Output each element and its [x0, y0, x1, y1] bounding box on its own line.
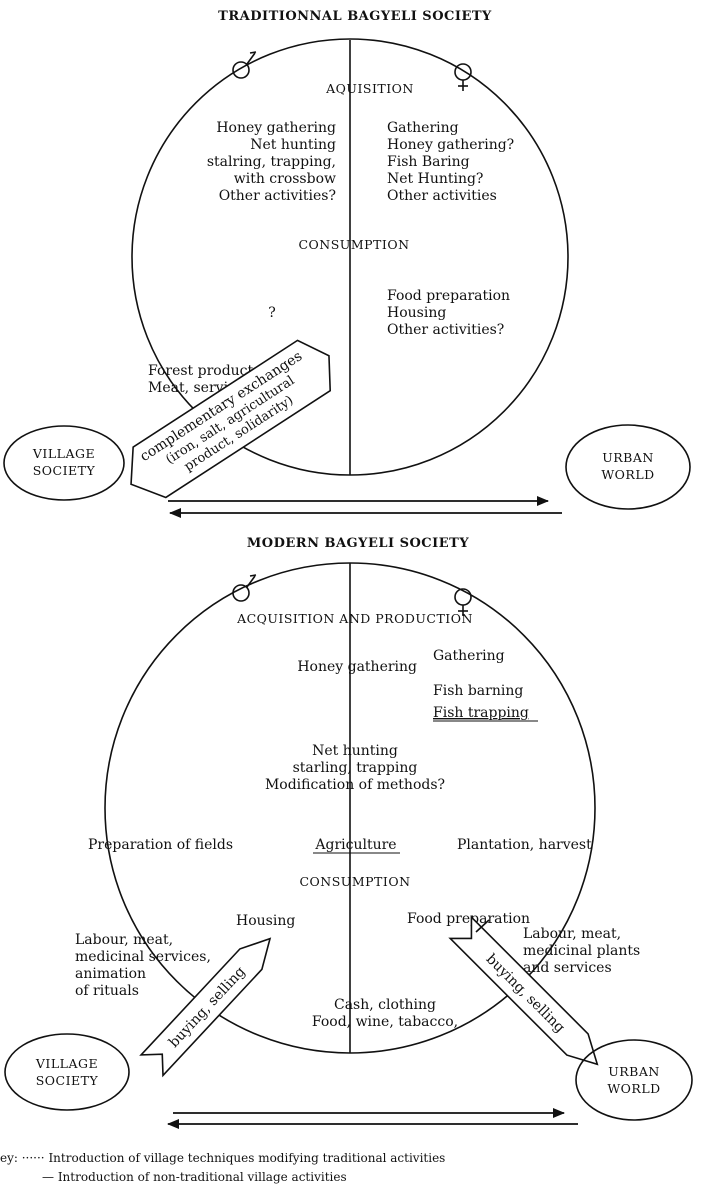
food-preparation-connector	[475, 919, 490, 933]
village-flow-list: Labour, meat, medicinal services, animat…	[75, 932, 211, 999]
male-acquisition-item: with crossbow	[234, 171, 336, 187]
agriculture-label: Agriculture	[314, 837, 396, 853]
hunting-list: Net hunting starling, trapping Modificat…	[265, 743, 445, 793]
village-flow-item: medicinal services,	[75, 949, 211, 965]
traditional-village-society	[3, 425, 125, 501]
village-society-label: VILLAGE	[35, 1056, 98, 1071]
village-society-label: SOCIETY	[33, 463, 96, 478]
female-symbol-icon	[454, 63, 472, 91]
village-flow-item: animation	[75, 966, 146, 982]
female-acquisition-item: Fish Baring	[387, 154, 470, 170]
traditional-urban-world	[565, 424, 691, 510]
hunting-item: Net hunting	[312, 743, 398, 759]
plantation-harvest: Plantation, harvest	[457, 837, 592, 853]
male-acquisition-item: Other activities?	[219, 188, 336, 204]
urban-world-label: WORLD	[607, 1081, 660, 1096]
male-symbol-icon	[232, 574, 257, 602]
housing-label: Housing	[236, 913, 295, 929]
food-preparation-label: Food preparation	[407, 911, 530, 927]
female-acquisition-item: Gathering	[387, 120, 459, 136]
buying-selling-left-label: buying, selling	[166, 964, 249, 1051]
male-acquisition-item: Net hunting	[250, 137, 336, 153]
urban-world-label: WORLD	[601, 467, 654, 482]
key-line-solid: — Introduction of non-traditional villag…	[42, 1170, 347, 1184]
male-acquisition-item: stalring, trapping,	[207, 154, 336, 170]
cash-item: Cash, clothing	[334, 997, 436, 1013]
key-line-dotted: ey: ······ Introduction of village techn…	[0, 1151, 445, 1165]
village-flow-item: Forest product,	[148, 363, 258, 379]
male-honey-gathering: Honey gathering	[297, 659, 417, 675]
urban-flow-item: and services	[523, 960, 612, 976]
village-society-label: VILLAGE	[32, 446, 95, 461]
village-flow-item: Labour, meat,	[75, 932, 173, 948]
female-consumption-item: Housing	[387, 305, 446, 321]
urban-flow-item: Labour, meat,	[523, 926, 621, 942]
fish-trapping-item: Fish trapping	[433, 705, 529, 721]
urban-world-label: URBAN	[602, 450, 654, 465]
hunting-item: Modification of methods?	[265, 777, 445, 793]
exchange-arrow: complementary exchanges (iron, salt, agr…	[130, 339, 332, 499]
urban-world-label: URBAN	[608, 1064, 660, 1079]
male-consumption-unknown: ?	[268, 305, 276, 321]
modern-urban-world	[575, 1039, 693, 1121]
male-acquisition-list: Honey gathering Net hunting stalring, tr…	[207, 120, 336, 204]
female-consumption-list: Food preparation Housing Other activitie…	[387, 288, 510, 338]
traditional-title: TRADITIONNAL BAGYELI SOCIETY	[218, 9, 492, 24]
female-acquisition-item: Honey gathering?	[387, 137, 514, 153]
hunting-item: starling, trapping	[293, 760, 418, 776]
urban-flow-list: Labour, meat, medicinal plants and servi…	[523, 926, 640, 976]
female-activity-item: Gathering	[433, 648, 505, 664]
male-symbol-icon	[232, 51, 257, 79]
female-acquisition-list: Gathering Honey gathering? Fish Baring N…	[387, 120, 514, 204]
modern-village-society	[4, 1033, 130, 1111]
modern-consumption-label: CONSUMPTION	[299, 874, 410, 889]
acquisition-production-label: ACQUISITION AND PRODUCTION	[236, 611, 473, 626]
village-society-label: SOCIETY	[36, 1073, 99, 1088]
modern-title: MODERN BAGYELI SOCIETY	[247, 536, 469, 551]
preparation-of-fields: Preparation of fields	[88, 837, 233, 853]
female-acquisition-item: Net Hunting?	[387, 171, 483, 187]
acquisition-label: AQUISITION	[325, 81, 414, 96]
female-activity-item: Fish barning	[433, 683, 523, 699]
urban-flow-item: medicinal plants	[523, 943, 640, 959]
female-symbol-icon	[454, 588, 472, 616]
female-consumption-item: Other activities?	[387, 322, 504, 338]
consumption-label: CONSUMPTION	[298, 237, 409, 252]
cash-item: Food, wine, tabacco,	[312, 1014, 458, 1030]
female-consumption-item: Food preparation	[387, 288, 510, 304]
village-flow-item: of rituals	[75, 983, 139, 999]
male-acquisition-item: Honey gathering	[216, 120, 336, 136]
female-acquisition-item: Other activities	[387, 188, 497, 204]
